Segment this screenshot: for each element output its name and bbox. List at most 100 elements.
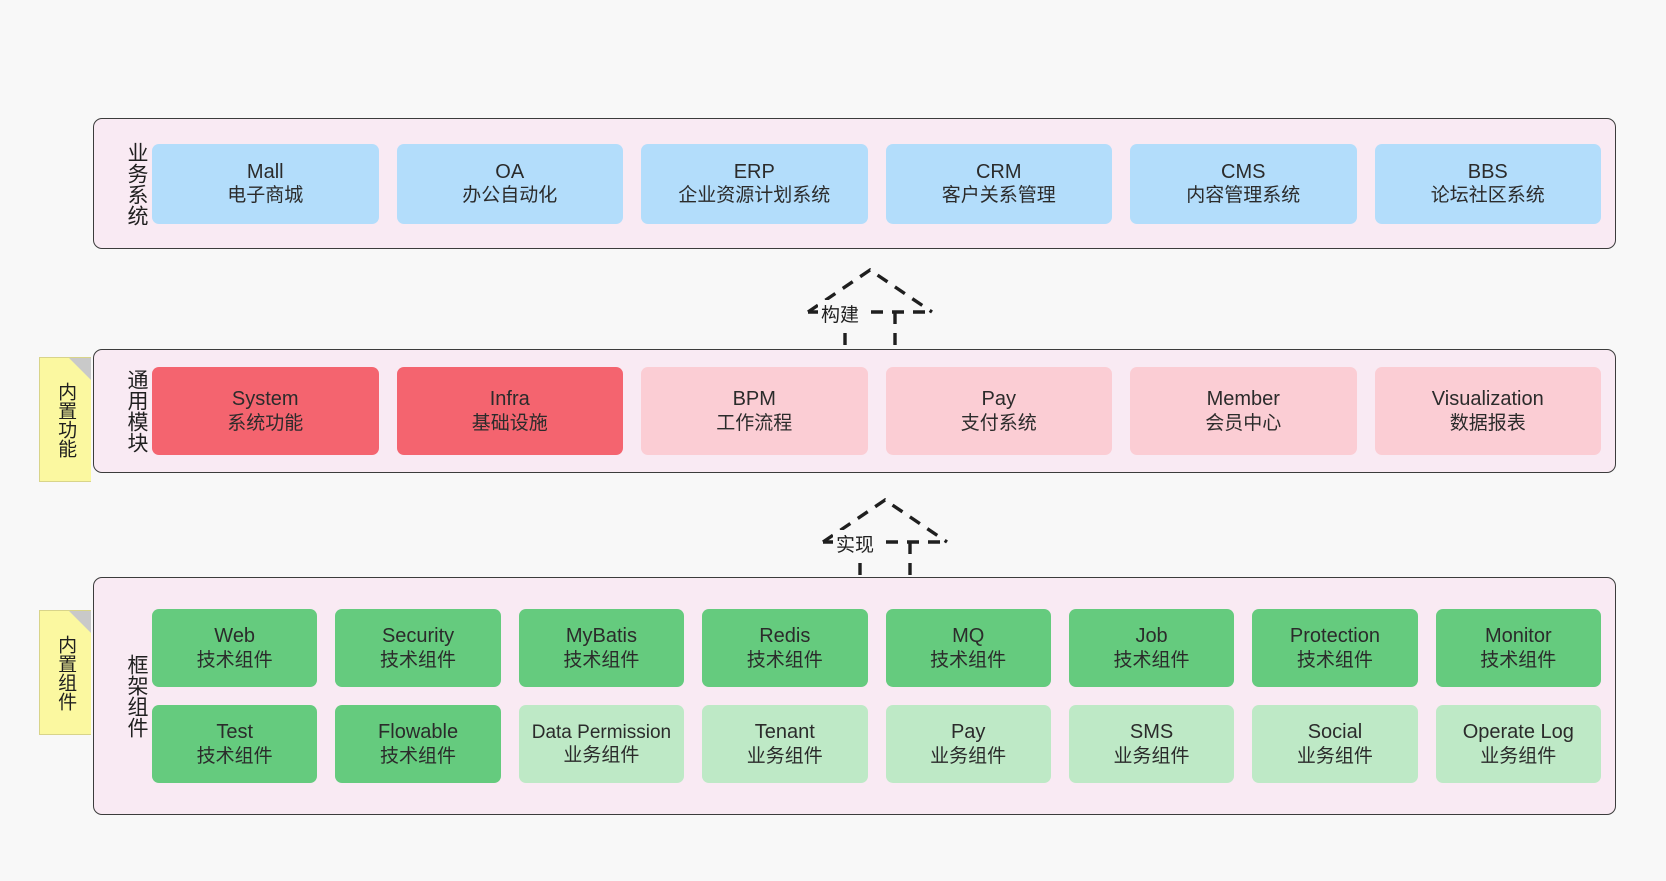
box-mall[interactable]: Mall 电子商城 (152, 143, 379, 224)
box-subtitle: 业务组件 (1480, 745, 1557, 767)
box-oa[interactable]: OA 办公自动化 (396, 143, 623, 224)
box-title: Infra (489, 388, 530, 411)
box-title: Monitor (1484, 625, 1552, 648)
box-subtitle: 技术组件 (196, 649, 273, 671)
box-subtitle: 企业资源计划系统 (678, 185, 831, 207)
box-title: Pay (950, 721, 986, 744)
box-cms[interactable]: CMS 内容管理系统 (1130, 143, 1357, 224)
box-subtitle: 业务组件 (1296, 745, 1373, 767)
connector-implement-label: 实现 (833, 530, 878, 557)
box-pay-module[interactable]: Pay 支付系统 (885, 367, 1112, 455)
box-flowable[interactable]: Flowable 技术组件 (335, 705, 501, 783)
box-operate-log[interactable]: Operate Log 业务组件 (1435, 705, 1601, 783)
box-subtitle: 基础设施 (471, 412, 548, 434)
box-erp[interactable]: ERP 企业资源计划系统 (641, 143, 868, 224)
box-title: BBS (1467, 160, 1508, 183)
box-title: ERP (733, 160, 775, 183)
box-title: Pay (981, 388, 1016, 411)
note-builtin-components: 内置组件 (39, 610, 91, 735)
box-protection[interactable]: Protection 技术组件 (1252, 609, 1418, 687)
box-title: Data Permission (531, 721, 672, 743)
box-title: Protection (1289, 625, 1380, 648)
box-subtitle: 数据报表 (1449, 412, 1526, 434)
box-title: System (231, 388, 299, 411)
box-subtitle: 工作流程 (716, 412, 793, 434)
box-title: CRM (975, 160, 1022, 183)
row-tech-components: Web 技术组件 Security 技术组件 MyBatis 技术组件 Redi… (152, 609, 1601, 687)
box-mq[interactable]: MQ 技术组件 (885, 609, 1051, 687)
layer-label-common-modules: 通用模块 (125, 369, 148, 453)
box-title: Flowable (378, 721, 459, 744)
box-subtitle: 业务组件 (746, 745, 823, 767)
box-title: Visualization (1431, 388, 1544, 411)
box-subtitle: 会员中心 (1205, 412, 1282, 434)
layer-business-systems[interactable]: 业务系统 Mall 电子商城 OA 办公自动化 ERP 企业资源计划系统 CRM… (93, 118, 1616, 249)
box-subtitle: 电子商城 (227, 185, 304, 207)
box-subtitle: 业务组件 (1113, 745, 1190, 767)
layer-framework-components[interactable]: 框架组件 Web 技术组件 Security 技术组件 MyBatis 技术组件… (93, 577, 1616, 815)
box-subtitle: 技术组件 (563, 649, 640, 671)
box-data-permission[interactable]: Data Permission 业务组件 (518, 705, 685, 783)
layer-label-business-systems: 业务系统 (125, 141, 148, 226)
layer-label-framework-components: 框架组件 (125, 654, 148, 738)
connector-build-label: 构建 (818, 300, 863, 327)
box-job[interactable]: Job 技术组件 (1068, 609, 1235, 687)
box-subtitle: 支付系统 (960, 412, 1037, 434)
box-subtitle: 技术组件 (930, 649, 1007, 671)
layer-common-modules[interactable]: 通用模块 System 系统功能 Infra 基础设施 BPM 工作流程 Pay… (93, 349, 1616, 473)
box-crm[interactable]: CRM 客户关系管理 (885, 143, 1112, 224)
box-title: Mall (246, 160, 284, 183)
box-subtitle: 技术组件 (1296, 649, 1373, 671)
box-subtitle: 系统功能 (227, 412, 304, 434)
box-subtitle: 内容管理系统 (1186, 185, 1301, 207)
note-fold-corner-icon (69, 611, 91, 633)
box-redis[interactable]: Redis 技术组件 (702, 609, 868, 687)
box-title: Operate Log (1462, 721, 1574, 744)
box-title: CMS (1221, 160, 1266, 183)
box-security[interactable]: Security 技术组件 (335, 609, 501, 687)
connector-implement: 实现 (805, 488, 965, 586)
box-subtitle: 办公自动化 (462, 185, 558, 207)
box-monitor[interactable]: Monitor 技术组件 (1435, 609, 1601, 687)
box-title: BPM (732, 388, 776, 411)
box-bpm[interactable]: BPM 工作流程 (641, 367, 868, 455)
box-bbs[interactable]: BBS 论坛社区系统 (1374, 143, 1601, 224)
box-tenant[interactable]: Tenant 业务组件 (702, 705, 868, 783)
box-title: MQ (952, 625, 985, 648)
box-title: Social (1307, 721, 1363, 744)
box-subtitle: 论坛社区系统 (1430, 185, 1545, 207)
box-test[interactable]: Test 技术组件 (152, 705, 318, 783)
box-title: Member (1206, 388, 1280, 411)
box-sms[interactable]: SMS 业务组件 (1068, 705, 1235, 783)
box-title: Web (214, 625, 256, 648)
row-business-components: Test 技术组件 Flowable 技术组件 Data Permission … (152, 705, 1601, 783)
row-common-modules: System 系统功能 Infra 基础设施 BPM 工作流程 Pay 支付系统… (152, 367, 1601, 455)
connector-build: 构建 (790, 258, 950, 356)
layer-body-framework-components: Web 技术组件 Security 技术组件 MyBatis 技术组件 Redi… (148, 578, 1615, 814)
note-fold-corner-icon (69, 358, 91, 380)
box-web[interactable]: Web 技术组件 (152, 609, 318, 687)
box-subtitle: 技术组件 (746, 649, 823, 671)
note-builtin-features: 内置功能 (39, 357, 91, 482)
box-visualization[interactable]: Visualization 数据报表 (1374, 367, 1601, 455)
box-subtitle: 业务组件 (563, 745, 640, 766)
layer-body-business-systems: Mall 电子商城 OA 办公自动化 ERP 企业资源计划系统 CRM 客户关系… (148, 119, 1615, 248)
box-subtitle: 客户关系管理 (941, 185, 1056, 207)
box-subtitle: 技术组件 (380, 745, 457, 767)
implement-arrow-icon (822, 497, 948, 586)
box-title: Job (1135, 625, 1168, 648)
row-business-systems: Mall 电子商城 OA 办公自动化 ERP 企业资源计划系统 CRM 客户关系… (152, 143, 1601, 224)
box-pay-component[interactable]: Pay 业务组件 (885, 705, 1051, 783)
box-social[interactable]: Social 业务组件 (1252, 705, 1418, 783)
box-mybatis[interactable]: MyBatis 技术组件 (518, 609, 685, 687)
box-title: SMS (1129, 721, 1174, 744)
box-subtitle: 技术组件 (1480, 649, 1557, 671)
box-title: Tenant (754, 721, 815, 744)
box-title: MyBatis (565, 625, 637, 648)
box-system[interactable]: System 系统功能 (152, 367, 379, 455)
box-infra[interactable]: Infra 基础设施 (396, 367, 623, 455)
box-title: Redis (759, 625, 811, 648)
box-title: OA (495, 160, 525, 183)
box-member[interactable]: Member 会员中心 (1130, 367, 1357, 455)
